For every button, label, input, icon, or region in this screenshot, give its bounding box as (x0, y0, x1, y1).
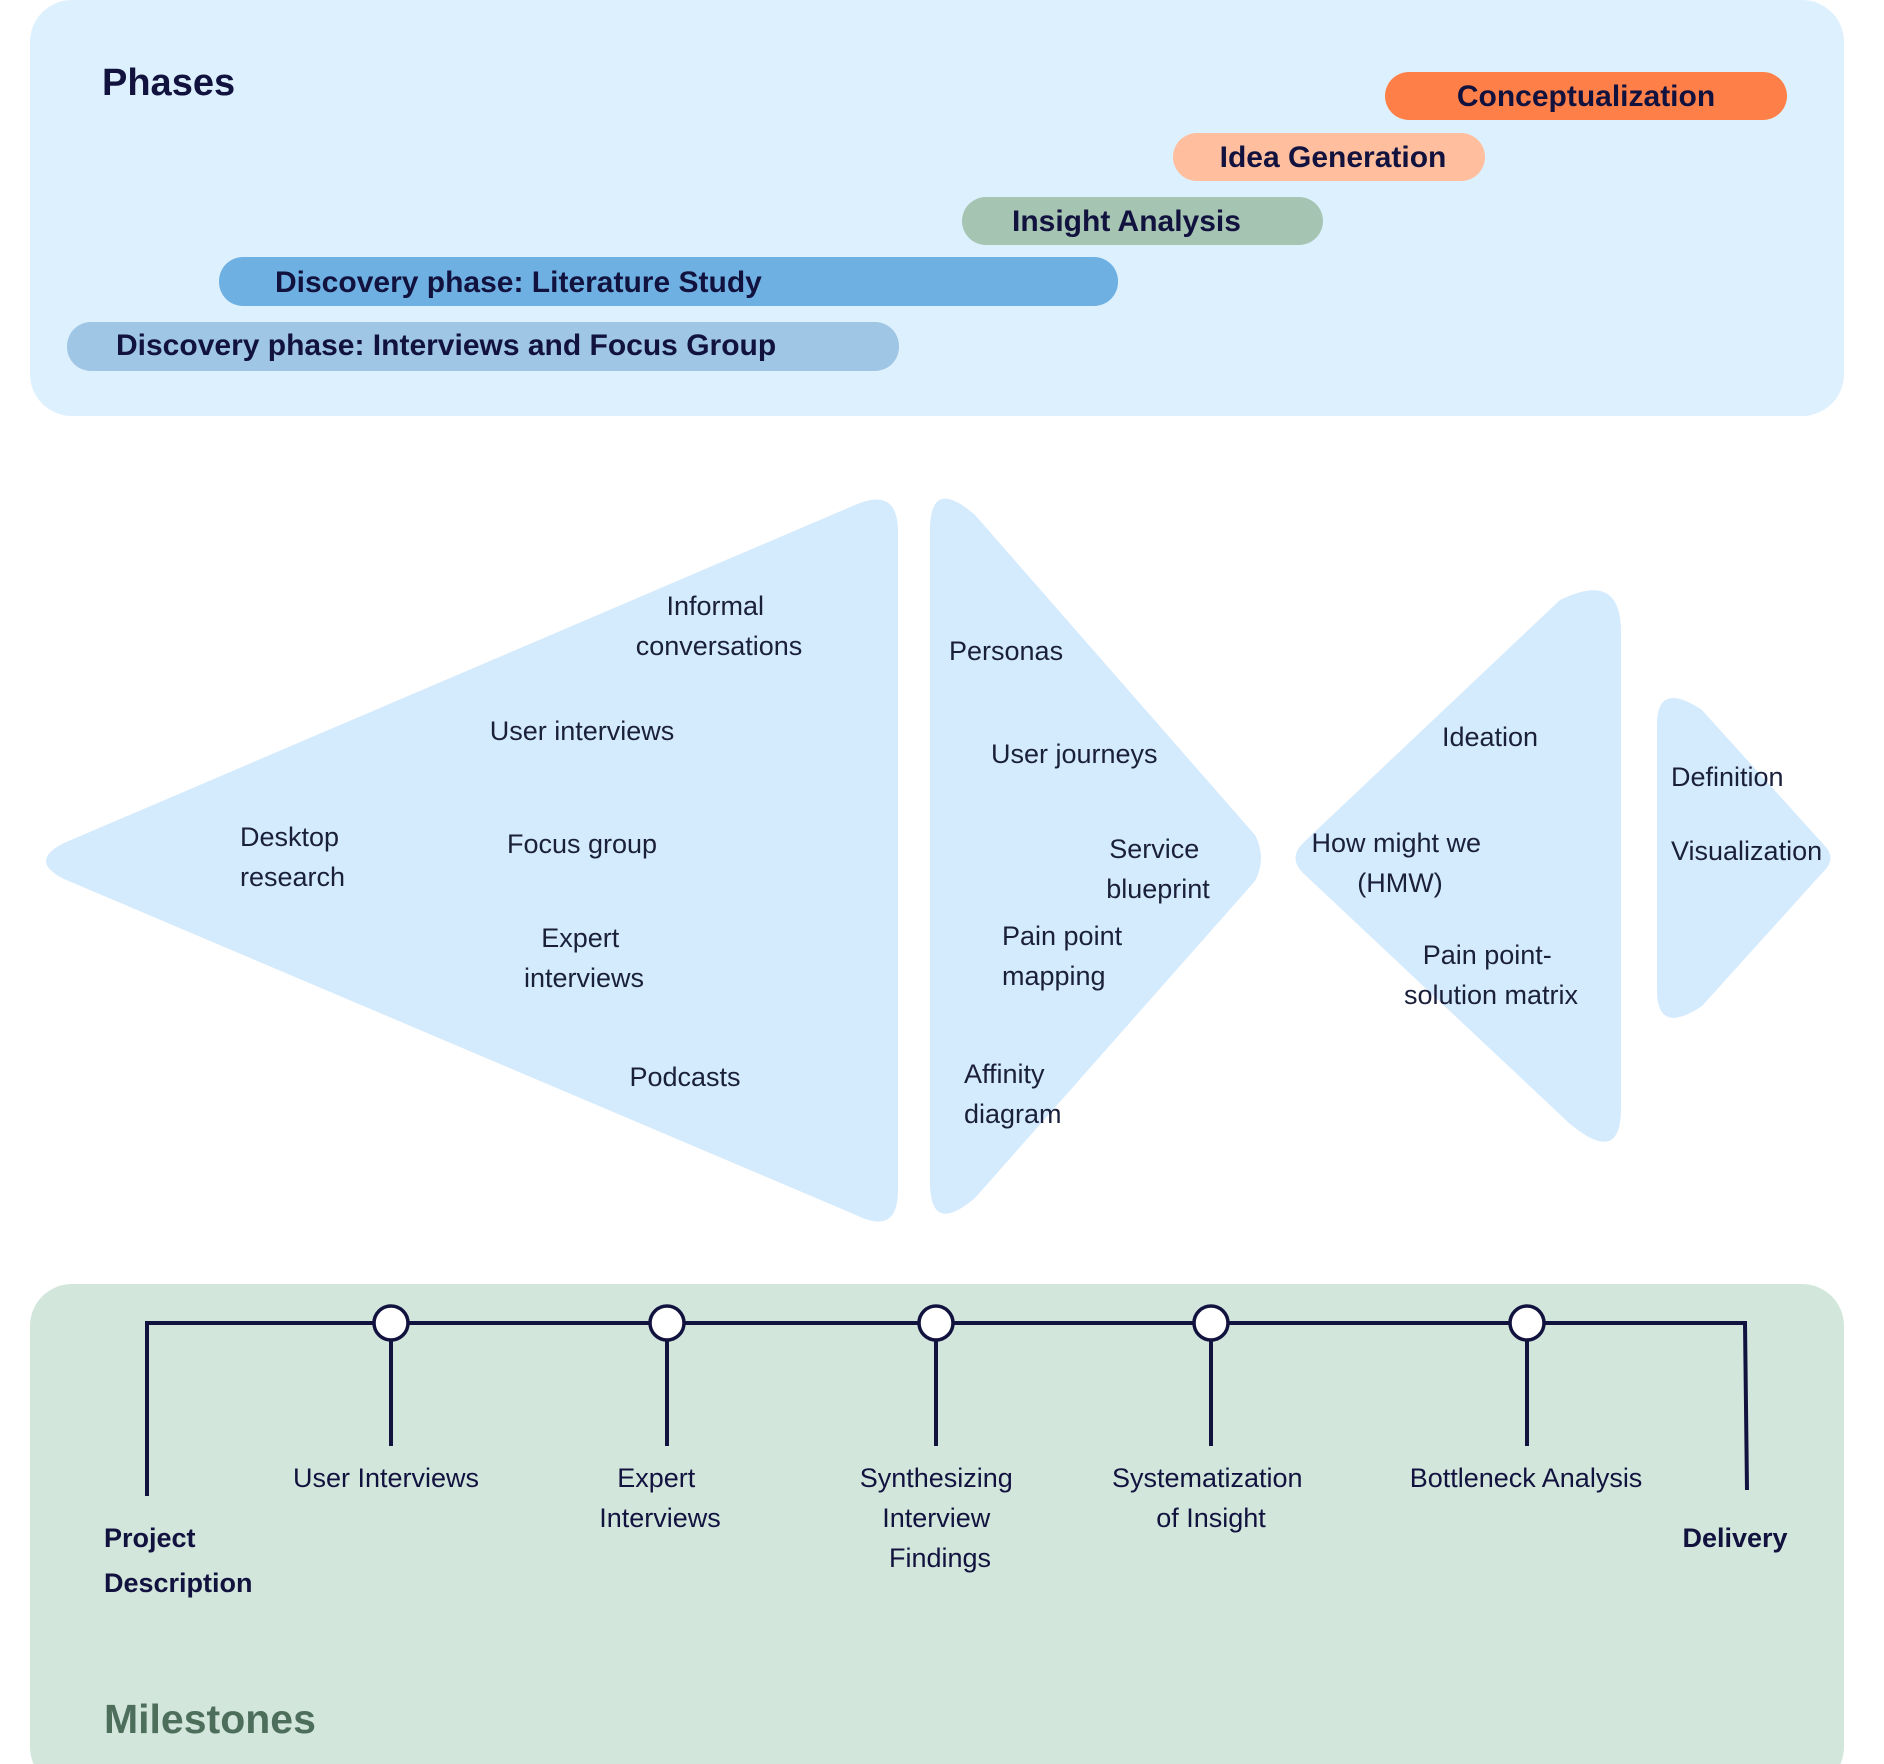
line: Project (104, 1523, 196, 1553)
phase-bar-shape (67, 322, 899, 371)
insight-funnel (930, 498, 1261, 1214)
line: blueprint (1106, 874, 1210, 904)
funnel-item-desktop-research: Desktop research (240, 822, 347, 892)
funnel-item-visualization: Visualization (1671, 836, 1822, 866)
phase-bar-interviews-focus-group: Discovery phase: Interviews and Focus Gr… (67, 322, 899, 371)
phase-bar-label: Idea Generation (1220, 141, 1447, 174)
discovery-funnel (46, 499, 898, 1222)
funnel-item-user-interviews: User interviews (490, 716, 675, 746)
funnel-item-personas: Personas (949, 636, 1063, 666)
line: conversations (636, 631, 803, 661)
funnel-item-ideation: Ideation (1442, 722, 1538, 752)
milestone-label-systematization: Systematization of Insight (1112, 1463, 1310, 1533)
milestone-label-synthesizing-findings: Synthesizing Interview Findings (860, 1463, 1021, 1573)
milestone-label-user-interviews: User Interviews (293, 1463, 479, 1493)
funnel-item-podcasts: Podcasts (629, 1062, 740, 1092)
line: Pain point- (1423, 940, 1552, 970)
line: diagram (964, 1099, 1062, 1129)
line: research (240, 862, 345, 892)
concept-items: Definition Visualization (1671, 762, 1822, 866)
ideas-items: Ideation How might we (HMW) Pain point- … (1311, 722, 1578, 1010)
funnel-item-pain-point-mapping: Pain point mapping (1002, 921, 1130, 991)
discovery-items: Informal conversations User interviews D… (240, 591, 802, 1092)
milestone-marker (917, 1304, 955, 1342)
phases-panel: Phases Conceptualization Idea Generation… (30, 0, 1844, 416)
line: Service (1109, 834, 1199, 864)
insight-items: Personas User journeys Service blueprint… (949, 636, 1210, 1129)
line: (HMW) (1357, 868, 1442, 898)
funnel-item-focus-group: Focus group (507, 829, 657, 859)
line: interviews (524, 963, 644, 993)
milestones-panel: User Interviews Expert Interviews Synthe… (30, 1284, 1844, 1764)
funnel-item-how-might-we: How might we (HMW) (1311, 828, 1488, 898)
funnel-item-affinity-diagram: Affinity diagram (964, 1059, 1062, 1129)
milestone-label-expert-interviews: Expert Interviews (599, 1463, 721, 1533)
milestone-start-label: Project Description (104, 1523, 253, 1598)
phase-bar-label: Discovery phase: Interviews and Focus Gr… (116, 329, 776, 362)
milestone-marker (648, 1304, 686, 1342)
line: of Insight (1156, 1503, 1266, 1533)
funnel-item-service-blueprint: Service blueprint (1106, 834, 1210, 904)
phase-bar-label: Discovery phase: Literature Study (275, 266, 762, 299)
line: mapping (1002, 961, 1106, 991)
phase-bar-conceptualization: Conceptualization (1385, 72, 1787, 120)
milestones-title: Milestones (104, 1696, 316, 1742)
funnel-shapes (46, 498, 1831, 1222)
phase-bar-shape (962, 197, 1323, 245)
milestone-marker (1192, 1304, 1230, 1342)
line: solution matrix (1404, 980, 1579, 1010)
milestone-marker (1508, 1304, 1546, 1342)
milestone-end-label: Delivery (1682, 1523, 1787, 1553)
line: Interview (882, 1503, 991, 1533)
funnel-item-definition: Definition (1671, 762, 1784, 792)
funnel-item-informal-conversations: Informal conversations (636, 591, 803, 661)
concept-funnel (1657, 698, 1831, 1018)
line: How might we (1311, 828, 1481, 858)
line: Interviews (599, 1503, 721, 1533)
funnel-item-pain-point-solution-matrix: Pain point- solution matrix (1404, 940, 1579, 1010)
line: Description (104, 1568, 253, 1598)
phase-bar-label: Conceptualization (1457, 80, 1715, 113)
milestone-marker (372, 1304, 410, 1342)
line: Findings (889, 1543, 991, 1573)
phase-bar-label: Insight Analysis (1012, 205, 1241, 238)
line: Pain point (1002, 921, 1123, 951)
line: Systematization (1112, 1463, 1303, 1493)
line: Affinity (964, 1059, 1045, 1089)
phase-bar-literature-study: Discovery phase: Literature Study (219, 257, 1118, 306)
funnel-item-user-journeys: User journeys (991, 739, 1158, 769)
phases-title: Phases (102, 62, 235, 104)
phase-bar-shape (1173, 133, 1485, 181)
ideas-funnel (1295, 590, 1621, 1142)
line: Synthesizing (860, 1463, 1013, 1493)
line: Expert (541, 923, 620, 953)
phase-bar-shape (219, 257, 1118, 306)
phase-bar-idea-generation: Idea Generation (1173, 133, 1485, 181)
line: Informal (666, 591, 764, 621)
line: Desktop (240, 822, 339, 852)
funnel-item-expert-interviews: Expert interviews (524, 923, 644, 993)
milestone-label-bottleneck-analysis: Bottleneck Analysis (1410, 1463, 1643, 1493)
phase-bar-insight-analysis: Insight Analysis (962, 197, 1323, 245)
phase-bar-shape (1385, 72, 1787, 120)
milestone-markers (372, 1304, 1546, 1342)
line: Expert (617, 1463, 696, 1493)
milestones-panel-bg (30, 1284, 1844, 1764)
